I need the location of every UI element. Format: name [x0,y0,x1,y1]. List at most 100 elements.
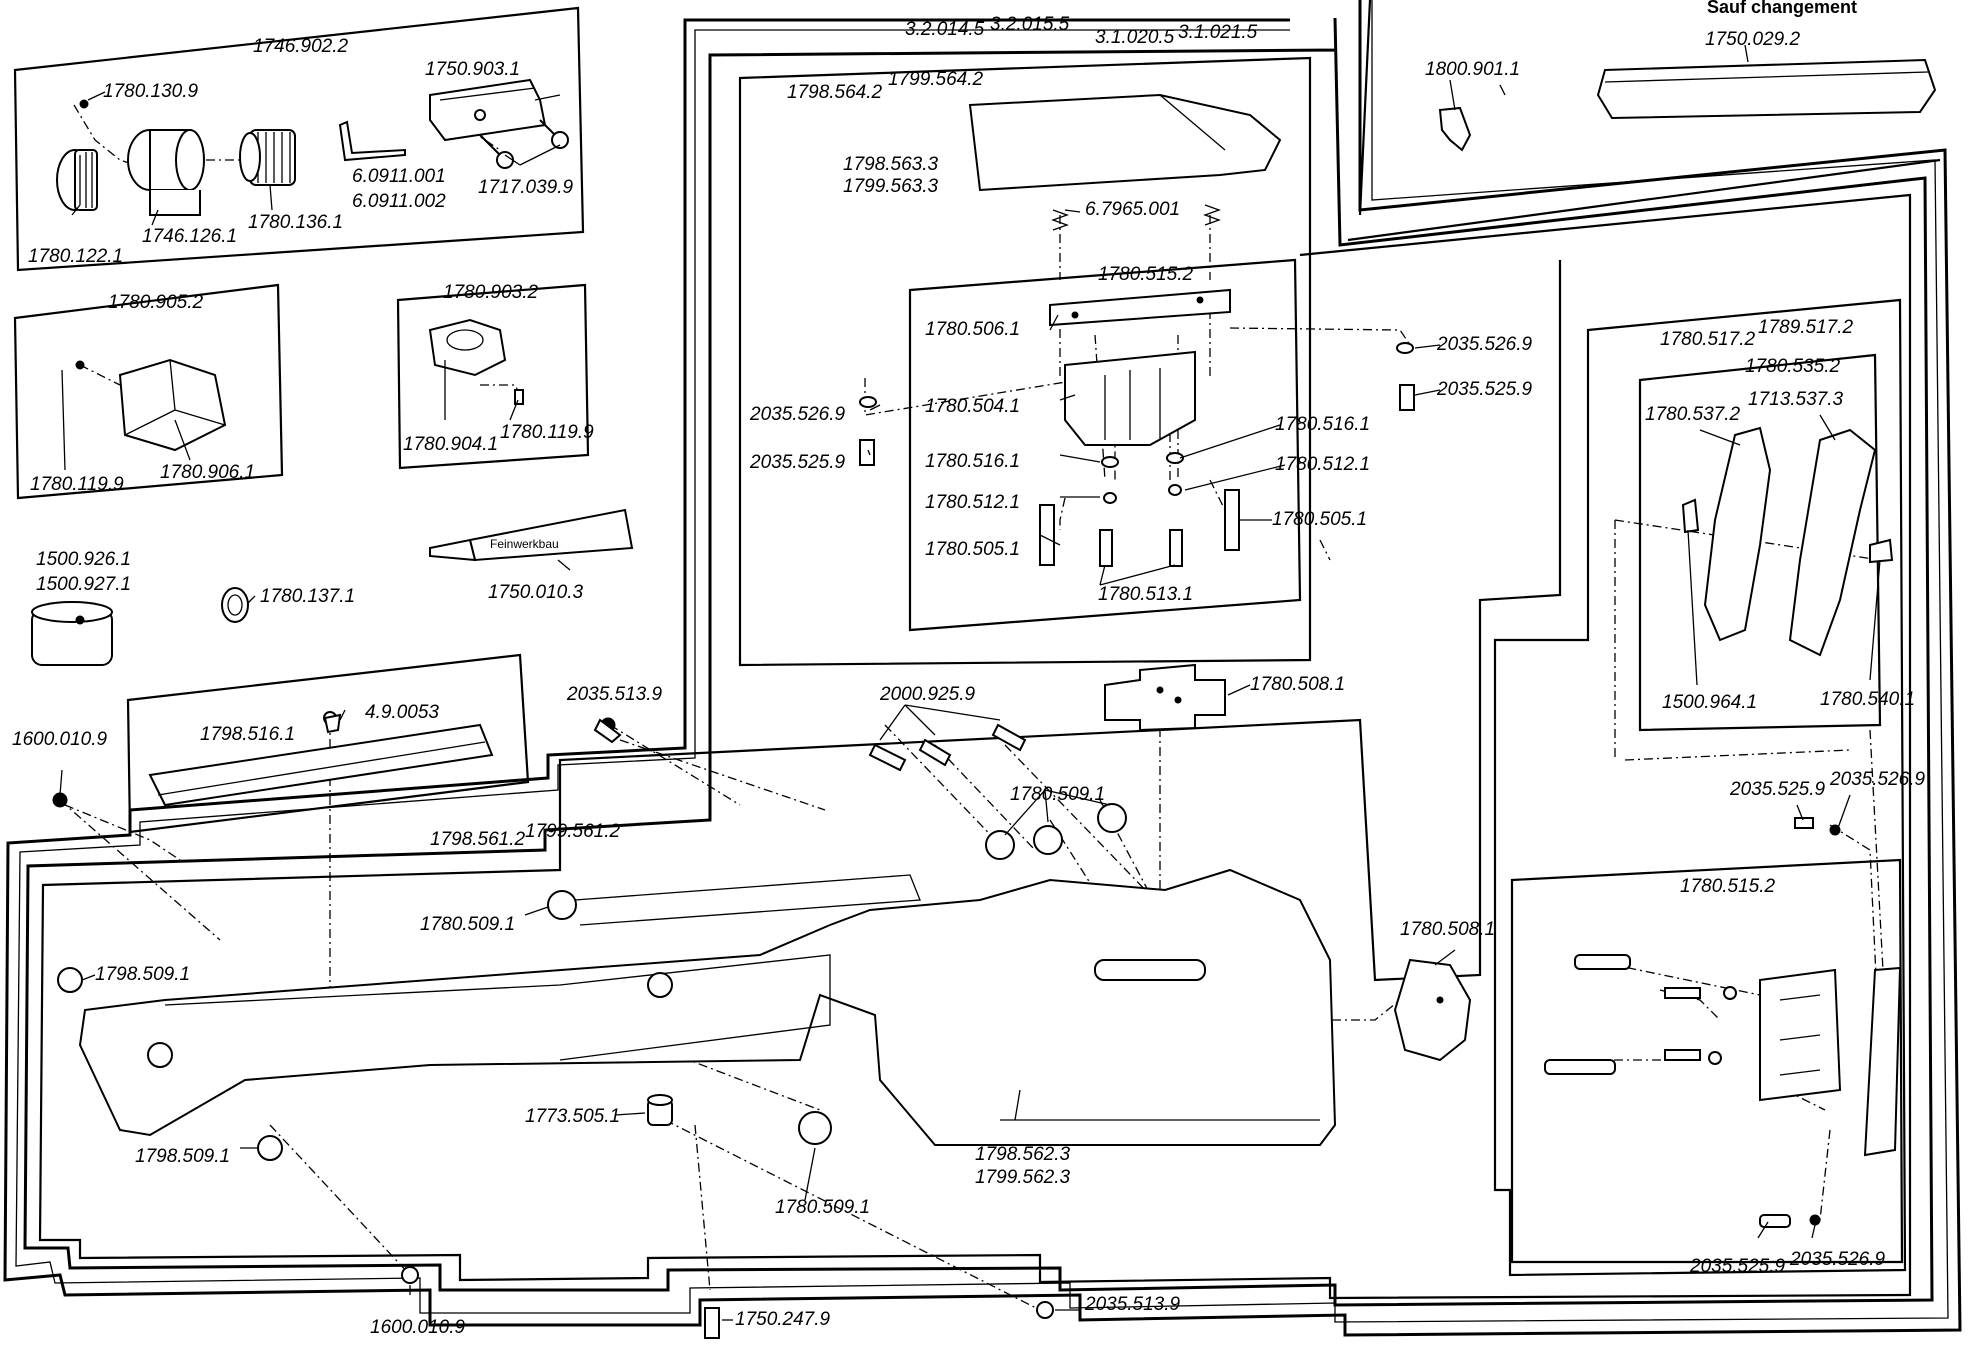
nut-box [396,283,590,470]
screw-2035-513-9-top [593,718,622,744]
label-1780-136-1: 1780.136.1 [248,212,343,233]
stock-cover-plate [147,972,673,1068]
label-1780-509-1-c: 1780.509.1 [775,1197,870,1218]
cheek-piece [968,93,1282,192]
buttpad-sub-border [1638,353,1882,732]
label-1780-509-1-a: 1780.509.1 [1010,784,1105,805]
buttplate-hardware-sub-border [1510,858,1904,1264]
label-1780-515-2-a: 1780.515.2 [1098,264,1194,285]
label-1780-505-1-a: 1780.505.1 [925,539,1020,560]
label-1773-505-1: 1773.505.1 [525,1106,620,1127]
buttpad-pieces [1681,426,1894,657]
grease-tube: Feinwerkbau [429,508,634,562]
rail-box [126,653,530,834]
label-1799-561-2: 1799.561.2 [525,821,621,842]
label-2035-525-9-a: 2035.525.9 [749,452,846,473]
label-1799-562-3: 1799.562.3 [975,1167,1071,1188]
hex-sleeve [75,358,227,452]
label-1750-029-2: 1750.029.2 [1705,29,1801,50]
label-1780-906-1: 1780.906.1 [160,462,255,483]
trigger-part [1438,106,1472,152]
label-1780-535-2: 1780.535.2 [1745,356,1841,377]
main-stock [78,868,1337,1146]
cheekpiece-sub-border [908,258,1302,632]
label-1780-540-1: 1780.540.1 [1820,689,1915,710]
label-2035-513-9-a: 2035.513.9 [566,684,663,705]
label-1780-508-1-a: 1780.508.1 [1250,674,1345,695]
cheek-bracket-block [1064,350,1196,446]
label-2035-526-9-c: 2035.526.9 [1829,769,1926,790]
outer-assembly-border-inner [15,0,1949,1323]
buttpad-spacer [1596,58,1937,120]
parts: Feinwerkbau [31,58,1937,1339]
label-3-1-020-5: 3.1.020.5 [1095,27,1175,48]
cheek-bolts [1039,489,1240,567]
label-1798-561-2: 1798.561.2 [430,829,526,850]
label-2035-525-9-d: 2035.525.9 [1689,1256,1786,1277]
label-1798-516-1: 1798.516.1 [200,724,295,745]
small-ring [221,587,249,623]
spacer-1773 [647,1094,673,1126]
label-1789-517-2: 1789.517.2 [1758,317,1854,338]
label-1799-563-3: 1799.563.3 [843,176,939,197]
label-2035-526-9-d: 2035.526.9 [1789,1249,1886,1270]
cheek-bracket-plate [1049,288,1231,327]
outer-assembly-border [3,0,1962,1337]
label-1500-964-1: 1500.964.1 [1662,692,1757,713]
label-1500-926-1: 1500.926.1 [36,549,131,570]
label-4-9-0053: 4.9.0053 [365,702,439,723]
label-1780-119-9-b: 1780.119.9 [500,422,594,443]
label-1780-515-2-b: 1780.515.2 [1680,876,1776,897]
label-1780-537-2: 1780.537.2 [1645,404,1741,425]
label-1800-901-1: 1800.901.1 [1425,59,1520,80]
assembly-borders [3,0,1962,1337]
label-1713-537-3: 1713.537.3 [1748,389,1844,410]
label-3-2-014-5: 3.2.014.5 [905,19,985,40]
label-1799-564-2: 1799.564.2 [888,69,984,90]
label-1600-010-9-b: 1600.010.9 [370,1317,466,1338]
label-3-1-021-5: 3.1.021.5 [1178,22,1258,43]
sight-mount-block [429,78,547,142]
left-boxes [13,6,590,834]
label-1780-122-1: 1780.122.1 [28,246,123,267]
top-right-notch-border [1347,0,1941,242]
label-1750-903-1: 1750.903.1 [425,59,520,80]
label-1750-010-3: 1750.010.3 [488,582,584,603]
screw-4-9-0053 [323,713,342,734]
label-1798-509-1-b: 1798.509.1 [135,1146,230,1167]
label-1780-517-2: 1780.517.2 [1660,329,1756,350]
hex-key [338,120,406,162]
header-note: Sauf changement [1707,0,1857,17]
label-6-7965-001: 6.7965.001 [1085,199,1180,220]
label-6-0911-001: 6.0911.001 [352,166,446,187]
label-1746-126-1: 1746.126.1 [142,226,237,247]
part-labels: Sauf changement 1746.902.2 1780.130.9 17… [12,0,1926,1338]
rear-sight-knob [56,149,98,211]
label-1780-512-1-b: 1780.512.1 [1275,454,1370,475]
butt-screws-2000 [868,723,1027,772]
label-1780-508-1-b: 1780.508.1 [1400,919,1495,940]
label-1780-903-2: 1780.903.2 [443,282,539,303]
plate-1780-508-1-top [1104,663,1226,732]
hex-sleeve-box [13,283,284,500]
label-1750-247-9: 1750.247.9 [735,1309,831,1330]
stock-assembly-border [23,17,1934,1307]
sight-screws [79,99,569,169]
label-3-2-015-5: 3.2.015.5 [990,14,1070,35]
label-2035-526-9-a: 2035.526.9 [749,404,846,425]
plate-1780-508-1-side [1393,958,1472,1062]
fore-end-screw-left [52,792,68,808]
label-1717-039-9: 1717.039.9 [478,177,574,198]
sight-barrel-knob [239,129,296,186]
label-1798-562-3: 1798.562.3 [975,1144,1071,1165]
stock-insert-block [31,601,113,666]
label-1780-513-1: 1780.513.1 [1098,584,1193,605]
sight-assembly-box [13,6,585,272]
spacer-washers [57,803,1127,1161]
label-2000-925-9: 2000.925.9 [879,684,976,705]
cheek-washers [859,342,1415,504]
label-1780-504-1: 1780.504.1 [925,396,1020,417]
label-1798-509-1-a: 1798.509.1 [95,964,190,985]
label-1780-509-1-b: 1780.509.1 [420,914,515,935]
